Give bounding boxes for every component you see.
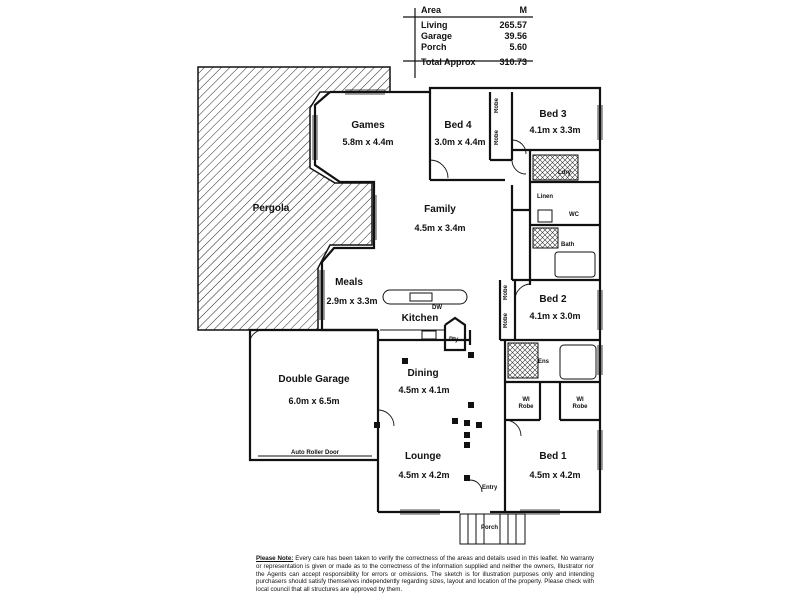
entry-label: Entry	[482, 485, 498, 491]
note-heading: Please Note:	[256, 555, 294, 562]
room-family-dim: 4.5m x 3.4m	[414, 223, 466, 233]
room-meals-name: Meals	[335, 277, 363, 288]
area-row-label: Porch	[421, 42, 447, 52]
room-pergola-name: Pergola	[252, 203, 290, 214]
wc-label: WC	[569, 212, 579, 218]
pantry-label: Pty	[449, 337, 459, 343]
room-bed4-name: Bed 4	[444, 120, 472, 131]
robe-label-bed2-top: Robe	[503, 285, 509, 300]
ensuite-label: Ens	[538, 359, 550, 365]
area-row: Porch 5.60	[403, 42, 533, 53]
area-row-label: Garage	[421, 31, 453, 41]
room-bed3-dim: 4.1m x 3.3m	[529, 125, 581, 135]
area-total-row: Total Approx 310.73	[403, 57, 533, 68]
room-games-dim: 5.8m x 4.4m	[342, 137, 394, 147]
wi-robe-label-left: WI Robe	[518, 397, 534, 410]
wi-robe-label-right: WI Robe	[572, 397, 588, 410]
area-row-value: 265.57	[499, 20, 527, 30]
room-bed2-dim: 4.1m x 3.0m	[529, 311, 581, 321]
area-row: Garage 39.56	[403, 31, 533, 42]
walls	[248, 86, 602, 514]
area-header-unit: M	[519, 5, 528, 15]
area-table-rules	[403, 8, 533, 78]
room-kitchen-name: Kitchen	[401, 313, 439, 324]
area-table: Area M Living 265.57 Garage 39.56 Porch …	[403, 5, 533, 68]
pergola-area	[197, 66, 391, 331]
room-dining-dim: 4.5m x 4.1m	[398, 385, 450, 395]
robe-label-bed4-bottom: Robe	[494, 130, 500, 145]
bath-label: Bath	[561, 242, 575, 248]
room-double-garage-dim: 6.0m x 6.5m	[288, 396, 340, 406]
room-bed1-dim: 4.5m x 4.2m	[529, 470, 581, 480]
area-row-value: 5.60	[509, 42, 527, 52]
dishwasher-label: DW	[432, 305, 442, 311]
area-row: Living 265.57	[403, 20, 533, 31]
robe-label-bed2-bottom: Robe	[503, 313, 509, 328]
room-dining-name: Dining	[407, 368, 439, 379]
room-family-name: Family	[424, 204, 456, 215]
room-bed3-name: Bed 3	[539, 109, 567, 120]
disclaimer-note: Please Note: Every care has been taken t…	[256, 555, 594, 594]
area-total-value: 310.73	[499, 57, 527, 67]
porch-steps	[459, 513, 526, 545]
posts	[374, 352, 482, 481]
room-meals-dim: 2.9m x 3.3m	[326, 296, 378, 306]
room-bed1-name: Bed 1	[539, 451, 567, 462]
linen-label: Linen	[537, 194, 553, 200]
wet-areas	[507, 154, 597, 380]
room-lounge-dim: 4.5m x 4.2m	[398, 470, 450, 480]
laundry-label: Ldry	[558, 170, 572, 176]
robe-label-bed4-top: Robe	[494, 98, 500, 113]
room-games-name: Games	[351, 120, 385, 131]
roller-door-label: Auto Roller Door	[291, 450, 339, 456]
windows	[312, 89, 603, 515]
area-row-value: 39.56	[504, 31, 527, 41]
door-swings	[249, 139, 532, 493]
room-double-garage-name: Double Garage	[278, 374, 350, 385]
room-bed4-dim: 3.0m x 4.4m	[434, 137, 486, 147]
area-header-label: Area	[421, 5, 442, 15]
area-row-label: Living	[421, 20, 448, 30]
room-bed2-name: Bed 2	[539, 294, 567, 305]
note-text: Every care has been taken to verify the …	[256, 555, 595, 594]
porch-label: Porch	[481, 525, 499, 531]
area-total-label: Total Approx	[421, 57, 476, 67]
room-lounge-name: Lounge	[404, 451, 442, 462]
kitchen-fittings	[380, 289, 468, 340]
area-table-header: Area M	[403, 5, 533, 16]
